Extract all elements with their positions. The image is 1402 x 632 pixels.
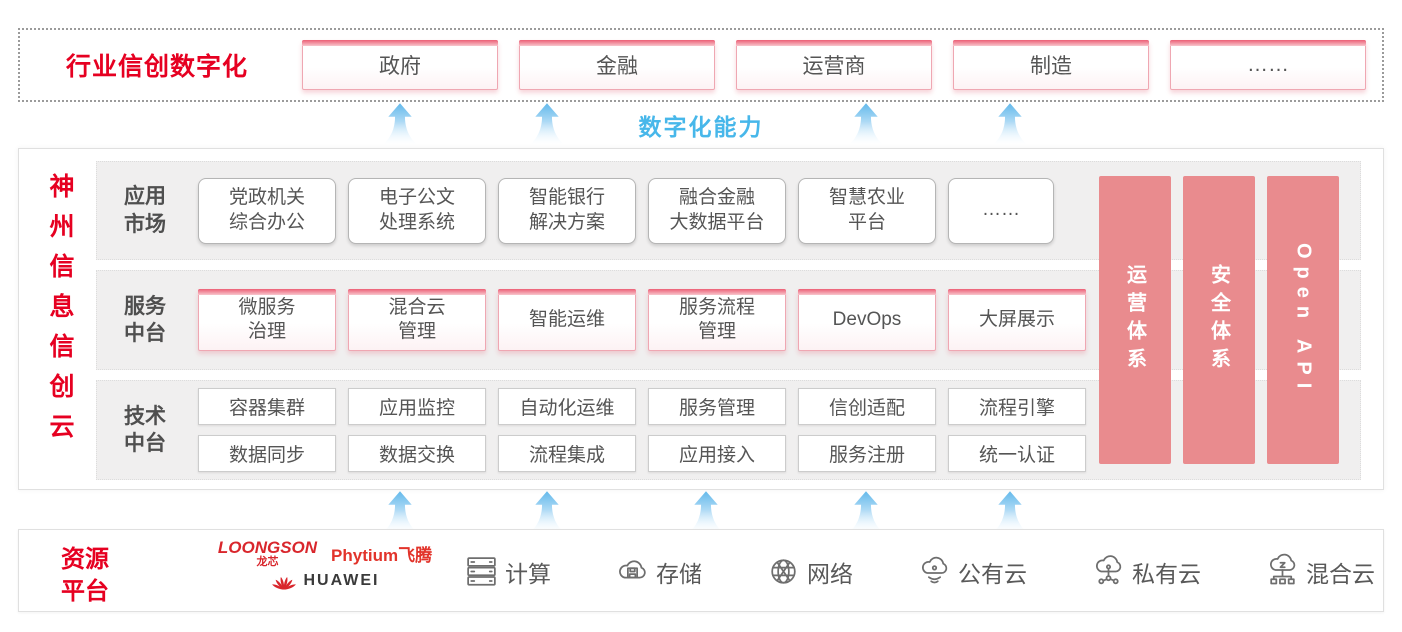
up-arrow-icon [382,103,418,145]
phytium-logo: Phytium飞腾 [331,546,433,565]
tech-box: 信创适配 [798,388,936,425]
tech-box: 自动化运维 [498,388,636,425]
industry-digitalization-section: 行业信创数字化 政府 金融 运营商 制造 …… [18,28,1384,102]
resource-item-network: 网络 [765,553,853,590]
up-arrow-icon [848,491,884,533]
tech-row-2: 数据同步 数据交换 流程集成 应用接入 服务注册 统一认证 [198,435,1086,472]
industry-box-finance: 金融 [519,40,715,90]
service-platform-boxes: 微服务 治理 混合云 管理 智能运维 服务流程 管理 DevOps 大屏展示 [198,289,1086,351]
app-box: 智能银行 解决方案 [498,177,636,244]
industry-box-government: 政府 [302,40,498,90]
service-box: 智能运维 [498,289,636,351]
app-box: 电子公文 处理系统 [348,177,486,244]
industry-box-operator: 运营商 [736,40,932,90]
hybrid-cloud-icon [1270,553,1296,585]
service-platform-label: 服务 中台 [124,294,166,345]
tech-platform-row: 技术 中台 容器集群 应用监控 自动化运维 服务管理 信创适配 流程引擎 数据同… [96,380,1361,480]
up-arrow-icon [992,103,1028,145]
resource-item-public-cloud: 公有云 [916,553,1027,590]
service-box: 大屏展示 [948,289,1086,351]
cloud-side-title: 神 州 信 息 信 创 云 [49,173,75,441]
resource-items: 计算 存储 网络 公有云 [463,530,1375,613]
tech-box: 应用监控 [348,388,486,425]
industry-box-more: …… [1170,40,1366,90]
pillar-operation-system: 运营体系 [1099,176,1171,464]
pillar-open-api: Open API [1267,176,1339,464]
industry-box-row: 政府 金融 运营商 制造 …… [302,40,1366,90]
app-market-boxes: 党政机关 综合办公 电子公文 处理系统 智能银行 解决方案 融合金融 大数据平台… [198,177,1054,244]
app-box: 融合金融 大数据平台 [648,177,786,244]
tech-box: 统一认证 [948,435,1086,472]
cloud-storage-icon [619,560,646,579]
app-box-more: …… [948,177,1054,244]
pillar-security-system: 安全体系 [1183,176,1255,464]
loongson-logo: LOONGSON 龙芯 [217,538,318,568]
app-box: 智慧农业 平台 [798,177,936,244]
industry-section-title: 行业信创数字化 [66,53,249,81]
private-cloud-icon [1096,555,1122,585]
up-arrow-icon [992,491,1028,533]
tech-platform-boxes: 容器集群 应用监控 自动化运维 服务管理 信创适配 流程引擎 数据同步 数据交换… [198,388,1086,472]
tech-row-1: 容器集群 应用监控 自动化运维 服务管理 信创适配 流程引擎 [198,388,1086,425]
public-cloud-icon [922,556,948,584]
huawei-logo: HUAWEI [271,571,380,591]
resource-platform-section: 资源 平台 LOONGSON 龙芯 Phytium飞腾 HUAWEI [18,529,1384,612]
resource-item-compute: 计算 [463,553,551,590]
server-icon [467,557,496,586]
app-market-row: 应用 市场 党政机关 综合办公 电子公文 处理系统 智能银行 解决方案 融合金融… [96,161,1361,260]
resource-arrow-band [0,489,1402,533]
tech-box: 数据同步 [198,435,336,472]
network-globe-icon [771,559,796,584]
tech-box: 流程集成 [498,435,636,472]
up-arrow-icon [529,491,565,533]
resource-item-storage: 存储 [614,553,702,590]
tech-platform-label: 技术 中台 [124,404,166,455]
tech-box: 容器集群 [198,388,336,425]
resource-item-hybrid-cloud: 混合云 [1264,553,1375,590]
service-box: 微服务 治理 [198,289,336,351]
up-arrow-icon [848,103,884,145]
tech-box: 服务管理 [648,388,786,425]
resource-platform-title: 资源 平台 [61,546,109,606]
xinchuang-cloud-section: 神 州 信 息 信 创 云 应用 市场 党政机关 综合办公 电子公文 处理系统 … [18,148,1384,490]
huawei-flower-icon [271,577,296,590]
capability-arrow-band: 数字化能力 [0,100,1402,148]
up-arrow-icon [688,491,724,533]
capability-label: 数字化能力 [638,114,764,140]
tech-box: 服务注册 [798,435,936,472]
up-arrow-icon [382,491,418,533]
service-box-devops: DevOps [798,289,936,351]
service-box: 服务流程 管理 [648,289,786,351]
up-arrow-icon [529,103,565,145]
tech-box: 流程引擎 [948,388,1086,425]
vendor-logos: LOONGSON 龙芯 Phytium飞腾 HUAWEI [215,539,435,591]
industry-box-manufacturing: 制造 [953,40,1149,90]
app-box: 党政机关 综合办公 [198,177,336,244]
tech-box: 应用接入 [648,435,786,472]
tech-box: 数据交换 [348,435,486,472]
resource-item-private-cloud: 私有云 [1090,553,1201,590]
app-market-label: 应用 市场 [124,185,166,236]
service-platform-row: 服务 中台 微服务 治理 混合云 管理 智能运维 服务流程 管理 DevOps … [96,270,1361,370]
service-box: 混合云 管理 [348,289,486,351]
